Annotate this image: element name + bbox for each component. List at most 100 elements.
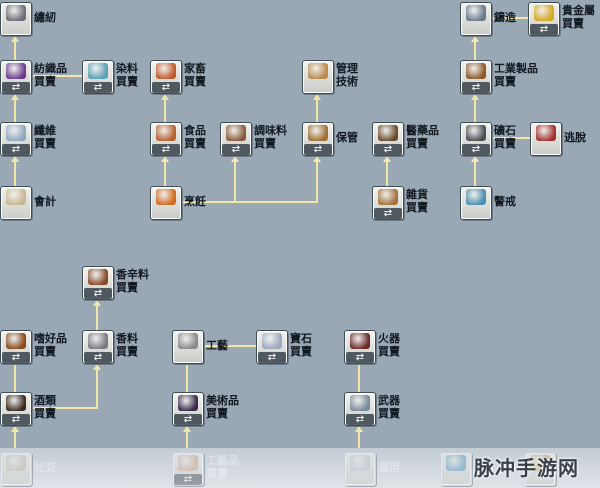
icon-glyph: [308, 125, 328, 141]
medicine-bottle-icon: ⇄: [372, 122, 404, 156]
icon-glyph: [446, 455, 466, 471]
trade-arrows-icon: ⇄: [258, 352, 286, 363]
skill-node-seasoning[interactable]: ⇄調味料買賣: [220, 122, 360, 158]
skill-label-line1: 工藝: [206, 339, 228, 352]
skill-label-line1: 逃脫: [564, 131, 586, 144]
skill-label: 貴金屬買賣: [562, 4, 595, 30]
skill-node-storage[interactable]: ⇄ 保管: [302, 122, 442, 158]
ship-icon: [344, 452, 376, 486]
skill-label: 運用: [378, 461, 400, 474]
skill-node-textiles[interactable]: ⇄紡織品買賣: [0, 60, 140, 96]
skill-node-partial-bottom2[interactable]: [524, 452, 600, 488]
icon-glyph: [178, 333, 198, 349]
skill-label: 工業製品買賣: [494, 62, 538, 88]
skill-node-firearms[interactable]: ⇄火器買賣: [344, 330, 484, 366]
skill-node-medicine[interactable]: ⇄ 醫藥品買賣: [372, 122, 512, 158]
skill-node-liquor[interactable]: ⇄酒類買賣: [0, 392, 140, 428]
skill-node-ore[interactable]: ⇄礦石買賣: [460, 122, 600, 158]
icon-glyph: [6, 333, 26, 349]
icon-glyph: [6, 395, 26, 411]
skill-node-crafts-skill[interactable]: 工藝: [172, 330, 312, 366]
cooking-pot-icon: [150, 186, 182, 220]
skill-label-line1: 家畜: [184, 62, 206, 75]
skill-node-dyes[interactable]: ⇄ 染料買賣: [82, 60, 222, 96]
skill-label: 社交: [34, 461, 56, 474]
icon-glyph: [156, 63, 176, 79]
thread-spool-icon: ⇄: [0, 122, 32, 156]
skill-node-spices[interactable]: ⇄香辛料買賣: [82, 266, 222, 302]
skill-label: 工藝: [206, 339, 228, 352]
skill-node-escape[interactable]: 逃脫: [530, 122, 600, 158]
icon-glyph: [350, 395, 370, 411]
watermark: 脉冲手游网: [474, 456, 579, 480]
skill-label-line1: 繡紉: [34, 11, 56, 24]
skill-node-weapons[interactable]: ⇄武器買賣: [344, 392, 484, 428]
skill-node-accounting[interactable]: 會計: [0, 186, 140, 222]
skill-node-craft-goods[interactable]: ⇄工藝品買賣: [172, 452, 312, 488]
skill-label: 家畜買賣: [184, 62, 206, 88]
icon-glyph: [88, 269, 108, 285]
icon-glyph: [6, 455, 26, 471]
trade-arrows-icon: ⇄: [2, 352, 30, 363]
icon-glyph: [530, 455, 550, 471]
skill-node-food[interactable]: ⇄食品買賣: [150, 122, 290, 158]
skill-label-line2: 買賣: [116, 345, 138, 358]
skill-node-industrial[interactable]: ⇄ 工業製品買賣: [460, 60, 600, 96]
skill-label-line2: 買賣: [406, 137, 428, 150]
skill-label: 警戒: [494, 195, 516, 208]
trade-arrows-icon: ⇄: [152, 82, 180, 93]
trade-arrows-icon: ⇄: [462, 82, 490, 93]
skill-label: 武器買賣: [378, 394, 400, 420]
icon-glyph: [156, 125, 176, 141]
skill-node-embroidery[interactable]: 繡紉: [0, 2, 140, 38]
icon-glyph: [534, 5, 554, 21]
rooster-icon: ⇄: [150, 60, 182, 94]
icon-glyph: [536, 125, 556, 141]
needle-icon: [0, 2, 32, 36]
skill-node-casting[interactable]: 鑄造: [460, 2, 600, 38]
skill-label-line1: 保管: [336, 131, 358, 144]
skill-label-line1: 火器: [378, 332, 400, 345]
icon-glyph: [6, 5, 26, 21]
skill-node-gems[interactable]: ⇄寶石買賣: [256, 330, 396, 366]
skill-label-line1: 食品: [184, 124, 206, 137]
trade-arrows-icon: ⇄: [84, 82, 112, 93]
bottom-strip: [0, 448, 600, 488]
skill-node-vigilance[interactable]: 警戒: [460, 186, 600, 222]
skill-label: 管理技術: [336, 62, 358, 88]
ore-icon: ⇄: [460, 122, 492, 156]
icon-glyph: [262, 333, 282, 349]
trade-arrows-icon: ⇄: [304, 144, 332, 155]
skill-node-fibers[interactable]: ⇄纖維買賣: [0, 122, 140, 158]
skill-label-line1: 醫藥品: [406, 124, 439, 137]
lumber-icon: ⇄: [460, 60, 492, 94]
icon-glyph: [6, 189, 26, 205]
seasoning-jar-icon: ⇄: [220, 122, 252, 156]
skill-label-line1: 調味料: [254, 124, 287, 137]
icon-glyph: [88, 333, 108, 349]
skill-node-social[interactable]: 社交: [0, 452, 140, 488]
skill-node-sundries[interactable]: ⇄雜貨買賣: [372, 186, 512, 222]
skill-node-art[interactable]: ⇄美術品買賣: [172, 392, 312, 428]
person-icon: [0, 452, 32, 486]
trade-arrows-icon: ⇄: [2, 82, 30, 93]
skill-node-cooking[interactable]: 烹飪: [150, 186, 290, 222]
scroll-icon: [524, 452, 556, 486]
skill-label: 保管: [336, 131, 358, 144]
skill-label: 染料買賣: [116, 62, 138, 88]
skill-node-luxury[interactable]: ⇄嗜好品買賣: [0, 330, 140, 366]
skill-label-line2: 買賣: [206, 407, 228, 420]
skill-node-perfume[interactable]: ⇄香料買賣: [82, 330, 222, 366]
skill-node-management[interactable]: 管理技術: [302, 60, 442, 96]
skill-node-operation[interactable]: 運用: [344, 452, 484, 488]
icon-glyph: [88, 63, 108, 79]
storage-box-icon: ⇄: [302, 122, 334, 156]
trade-arrows-icon: ⇄: [374, 144, 402, 155]
skill-node-precious-metals[interactable]: ⇄貴金屬買賣: [528, 2, 600, 38]
skill-label-line2: 技術: [336, 75, 358, 88]
skill-node-livestock[interactable]: ⇄ 家畜買賣: [150, 60, 290, 96]
skill-label-line1: 美術品: [206, 394, 239, 407]
icon-glyph: [308, 63, 328, 79]
skill-node-partial-bottom[interactable]: [440, 452, 580, 488]
sundries-icon: ⇄: [372, 186, 404, 220]
